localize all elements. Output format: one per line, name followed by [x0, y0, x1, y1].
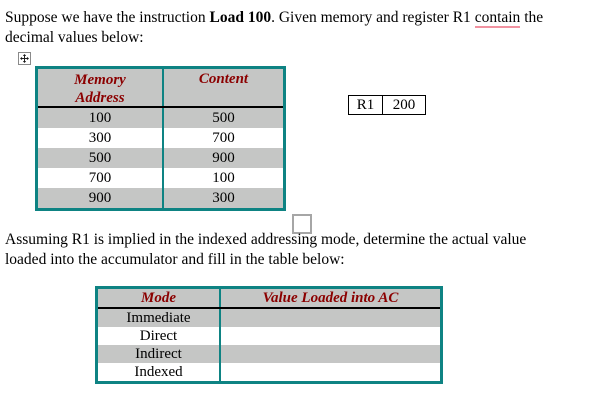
mode-cell-immediate: Immediate: [98, 309, 221, 327]
intro-line-2: decimal values below:: [5, 29, 144, 46]
value-cell-indexed[interactable]: [221, 363, 440, 381]
intro-paragraph: Suppose we have the instruction Load 100…: [5, 8, 543, 48]
content-cell: 900: [212, 149, 235, 166]
memory-table-header-row: Memory Address Content: [38, 69, 283, 108]
memory-address-cell: 700: [38, 168, 164, 188]
intro-text-mid: . Given memory and register R1: [271, 9, 475, 26]
question-line-1: Assuming R1 is implied in the indexed ad…: [5, 231, 527, 248]
value-cell-indirect[interactable]: [221, 345, 440, 363]
move-arrows-icon: [20, 54, 29, 63]
content-header-cell: Content: [164, 69, 283, 106]
question-paragraph: Assuming R1 is implied in the indexed ad…: [5, 230, 526, 270]
value-loaded-header-label: Value Loaded into AC: [262, 289, 399, 306]
mode-cell-indirect: Indirect: [98, 345, 221, 363]
memory-address-cell: 500: [38, 148, 164, 168]
mode-table-header-row: Mode Value Loaded into AC: [98, 289, 440, 309]
value-loaded-header-cell: Value Loaded into AC: [221, 289, 440, 307]
mode-table-row: Direct: [98, 327, 440, 345]
memory-table-row: 900 300: [38, 188, 283, 208]
value-cell-direct[interactable]: [221, 327, 440, 345]
memory-table-row: 700 100: [38, 168, 283, 188]
intro-grammar-flagged-word: contain: [474, 9, 521, 28]
mode-header-label: Mode: [141, 289, 176, 306]
mode-table-row: Immediate: [98, 309, 440, 327]
memory-table-row: 300 700: [38, 128, 283, 148]
content-cell: 100: [212, 169, 235, 186]
memory-address-header-cell: Memory Address: [38, 69, 164, 106]
intro-instruction-bold: Load 100: [209, 9, 272, 26]
register-r1-table: R1 200: [348, 95, 426, 115]
table-resize-handle[interactable]: [292, 214, 312, 234]
content-cell: 500: [212, 109, 235, 126]
memory-address-cell: 300: [38, 128, 164, 148]
table-move-handle[interactable]: [18, 52, 31, 65]
memory-address-cell: 100: [38, 108, 164, 128]
intro-text-pre: Suppose we have the instruction: [5, 9, 210, 26]
content-header-label: Content: [198, 71, 249, 87]
memory-address-cell: 900: [38, 188, 164, 208]
intro-text-post: the: [520, 9, 544, 26]
mode-table-row: Indirect: [98, 345, 440, 363]
memory-address-header-label: Memory Address: [74, 72, 126, 106]
memory-table: Memory Address Content 100 500 300 700 5…: [35, 66, 286, 211]
mode-table-row: Indexed: [98, 363, 440, 381]
content-cell: 700: [212, 129, 235, 146]
mode-header-cell: Mode: [98, 289, 221, 307]
memory-table-row: 100 500: [38, 108, 283, 128]
intro-line-1: Suppose we have the instruction Load 100…: [5, 8, 543, 28]
register-value-cell: 200: [392, 96, 416, 113]
content-cell: 300: [212, 189, 235, 206]
question-line-2: loaded into the accumulator and fill in …: [5, 251, 345, 268]
mode-cell-direct: Direct: [98, 327, 221, 345]
register-name-cell: R1: [349, 96, 383, 114]
value-cell-immediate[interactable]: [221, 309, 440, 327]
mode-cell-indexed: Indexed: [98, 363, 221, 381]
mode-table: Mode Value Loaded into AC Immediate Dire…: [95, 286, 443, 384]
memory-table-row: 500 900: [38, 148, 283, 168]
